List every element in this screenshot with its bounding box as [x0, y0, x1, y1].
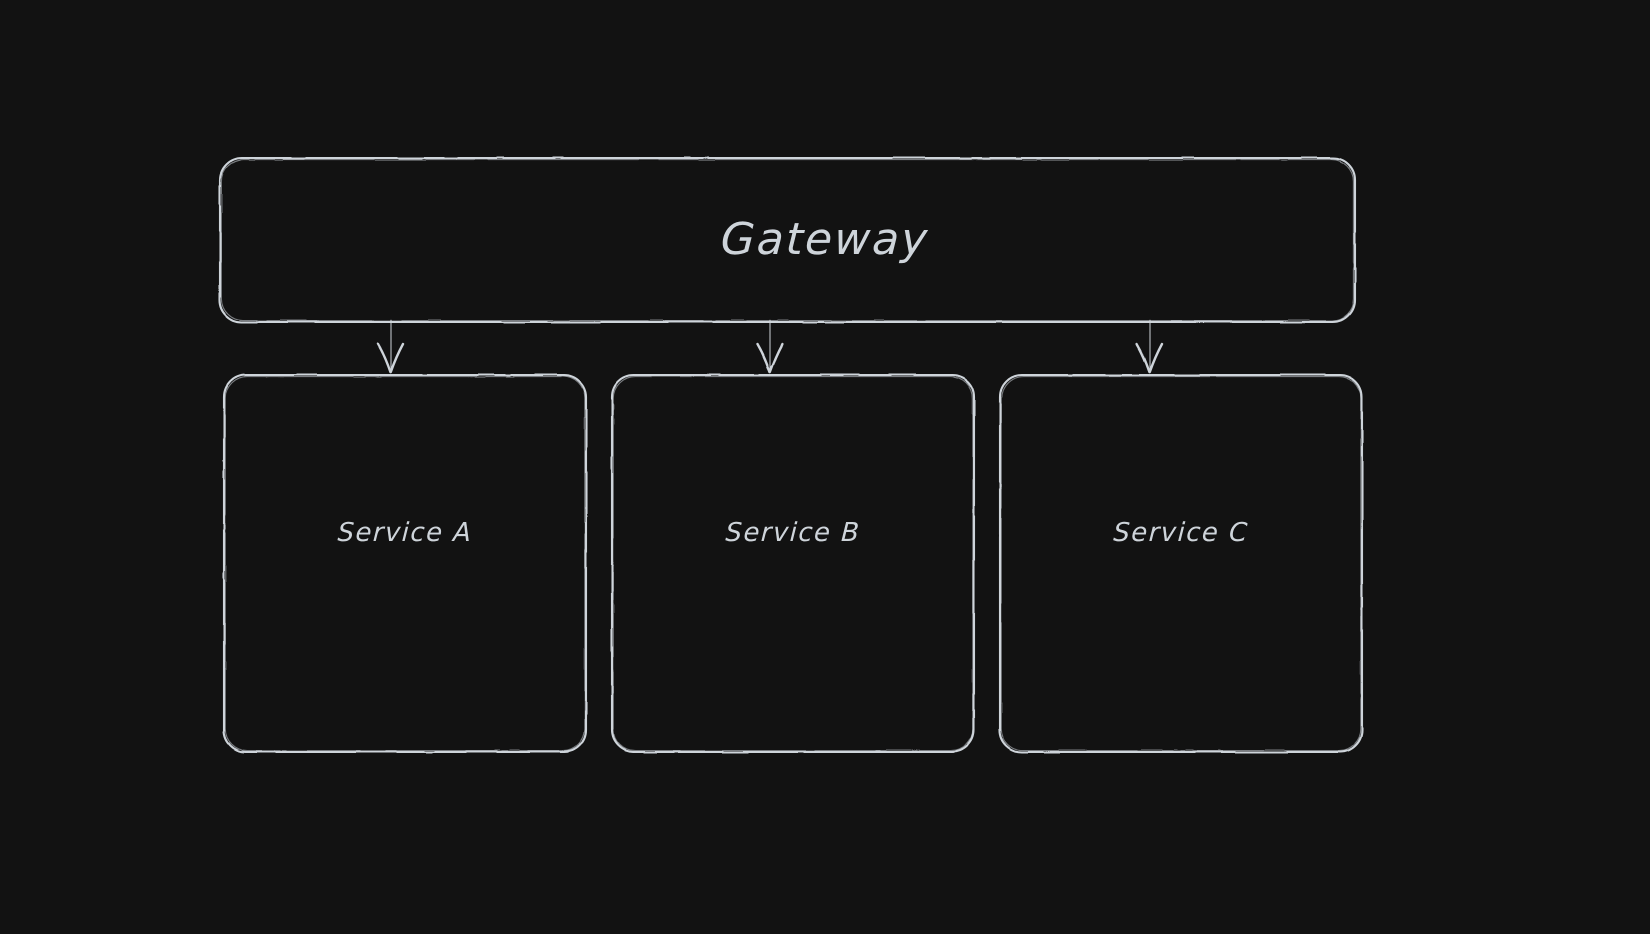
arrowhead-b — [755, 342, 784, 374]
node-service-a[interactable] — [222, 373, 588, 754]
gateway-box-stroke-1 — [218, 156, 1357, 324]
service-b-box-stroke-2 — [612, 376, 974, 752]
node-gateway[interactable] — [218, 156, 1357, 324]
node-service-b[interactable] — [610, 373, 976, 754]
arrowhead-a — [376, 342, 405, 374]
arrowhead-c — [1135, 342, 1164, 374]
node-service-c[interactable] — [998, 373, 1364, 754]
edge-gateway-service-b[interactable] — [755, 319, 784, 374]
service-b-box-stroke-1 — [610, 373, 976, 754]
edge-gateway-service-c[interactable] — [1135, 319, 1164, 374]
service-a-box-stroke-1 — [222, 373, 588, 754]
edge-gateway-service-a[interactable] — [376, 319, 405, 374]
service-c-box-stroke-1 — [998, 373, 1364, 754]
gateway-box-stroke-2 — [220, 159, 1354, 322]
service-a-box-stroke-2 — [224, 376, 586, 752]
service-c-box-stroke-2 — [1000, 376, 1362, 752]
